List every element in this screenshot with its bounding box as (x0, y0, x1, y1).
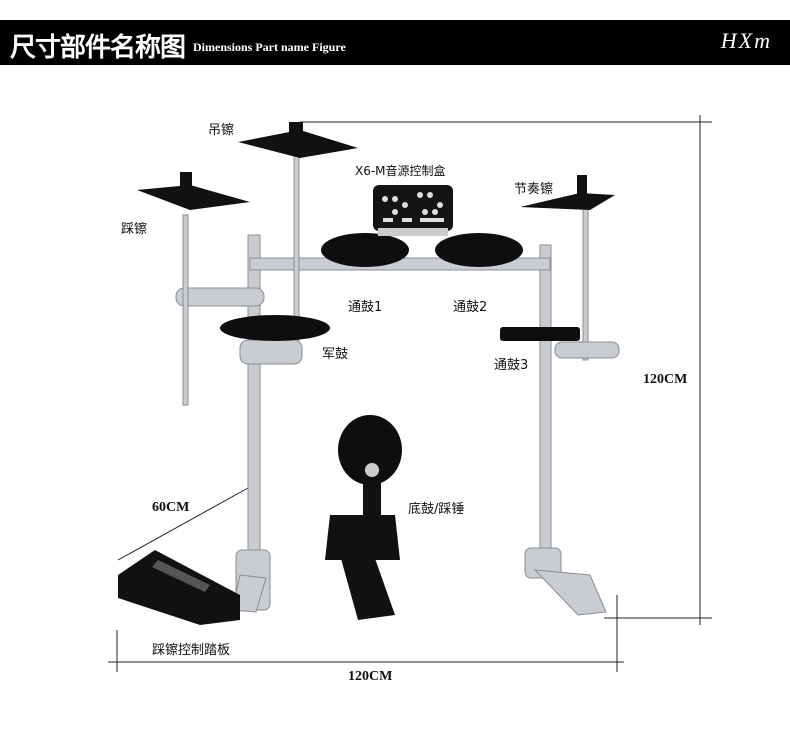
label-tom2: 通鼓2 (453, 300, 488, 315)
header-bar: 尺寸部件名称图 Dimensions Part name Figure HXm (0, 20, 790, 65)
kick-pedal (325, 463, 400, 620)
cymbals (137, 122, 615, 210)
tom2-pad (435, 233, 523, 267)
label-snare: 军鼓 (322, 347, 349, 362)
rack-frame (175, 154, 620, 616)
brand-logo: HXm (720, 28, 772, 53)
label-module: X6-M音源控制盒 (355, 164, 446, 178)
tom1-pad (321, 233, 409, 267)
snare-pad (220, 315, 330, 341)
label-hihat: 踩镲 (121, 222, 148, 237)
label-hihat-pedal: 踩镲控制踏板 (152, 643, 231, 658)
ride-cymbal (520, 193, 615, 210)
drum-pads (220, 233, 580, 485)
label-tom3: 通鼓3 (494, 358, 529, 373)
dimension-depth: 60CM (152, 500, 190, 515)
label-kick: 底鼓/踩锤 (408, 502, 465, 517)
label-crash: 吊镲 (208, 123, 235, 138)
page-title-cn: 尺寸部件名称图 (10, 33, 186, 63)
label-tom1: 通鼓1 (348, 300, 383, 315)
label-ride: 节奏镲 (514, 182, 554, 197)
sound-module (373, 185, 453, 236)
kick-pad (338, 415, 402, 485)
dimension-width: 120CM (348, 669, 393, 684)
dimension-height: 120CM (643, 372, 688, 387)
hihat-pedal (118, 550, 240, 625)
hihat-cymbal (137, 185, 250, 210)
page-title-en: Dimensions Part name Figure (193, 40, 346, 54)
tom3-pad (500, 327, 580, 341)
